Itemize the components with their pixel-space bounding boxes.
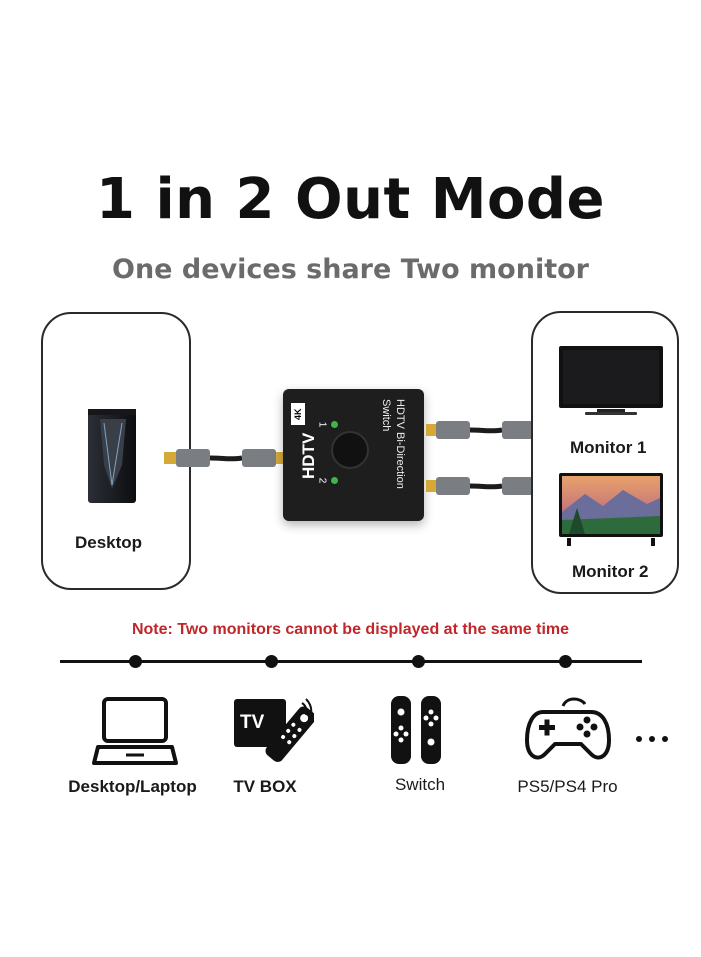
port-1-led	[331, 421, 338, 428]
hdmi-cable-output-1	[426, 421, 546, 439]
hdmi-cable-input	[164, 449, 288, 467]
device-label-tv-box: TV BOX	[233, 777, 297, 796]
gamepad-icon	[525, 697, 611, 760]
timeline-dot	[129, 655, 142, 668]
timeline-dot	[412, 655, 425, 668]
hdmi-cable-output-2	[426, 477, 546, 495]
timeline-dot	[265, 655, 278, 668]
device-label-ps5: PS5/PS4 Pro	[517, 777, 618, 796]
4k-badge: 4K	[291, 403, 305, 425]
note-text: Note: Two monitors cannot be displayed a…	[131, 621, 570, 638]
game-switch-icon	[391, 696, 441, 764]
source-label: Desktop	[75, 533, 143, 552]
device-label-switch: Switch	[394, 775, 446, 794]
switch-button	[331, 431, 369, 469]
monitor-1-label: Monitor 1	[570, 438, 647, 457]
device-label-desktop-laptop: Desktop/Laptop	[68, 777, 197, 796]
ellipsis-icon	[636, 736, 668, 742]
port-2-led	[331, 477, 338, 484]
device-timeline	[60, 660, 642, 663]
monitor-2-label: Monitor 2	[572, 562, 649, 581]
monitor-2-icon	[559, 473, 663, 546]
page-subtitle: One devices share Two monitor	[112, 254, 589, 285]
tv-box-icon	[234, 698, 314, 762]
monitor-1-icon	[559, 346, 663, 415]
tv-box-icon-text: TV	[240, 712, 265, 733]
timeline-dot	[559, 655, 572, 668]
port-1-label: 1	[316, 421, 328, 428]
desktop-tower-icon	[88, 409, 136, 503]
page-title: 1 in 2 Out Mode	[96, 167, 605, 232]
port-2-label: 2	[316, 477, 328, 484]
laptop-icon	[92, 697, 178, 765]
